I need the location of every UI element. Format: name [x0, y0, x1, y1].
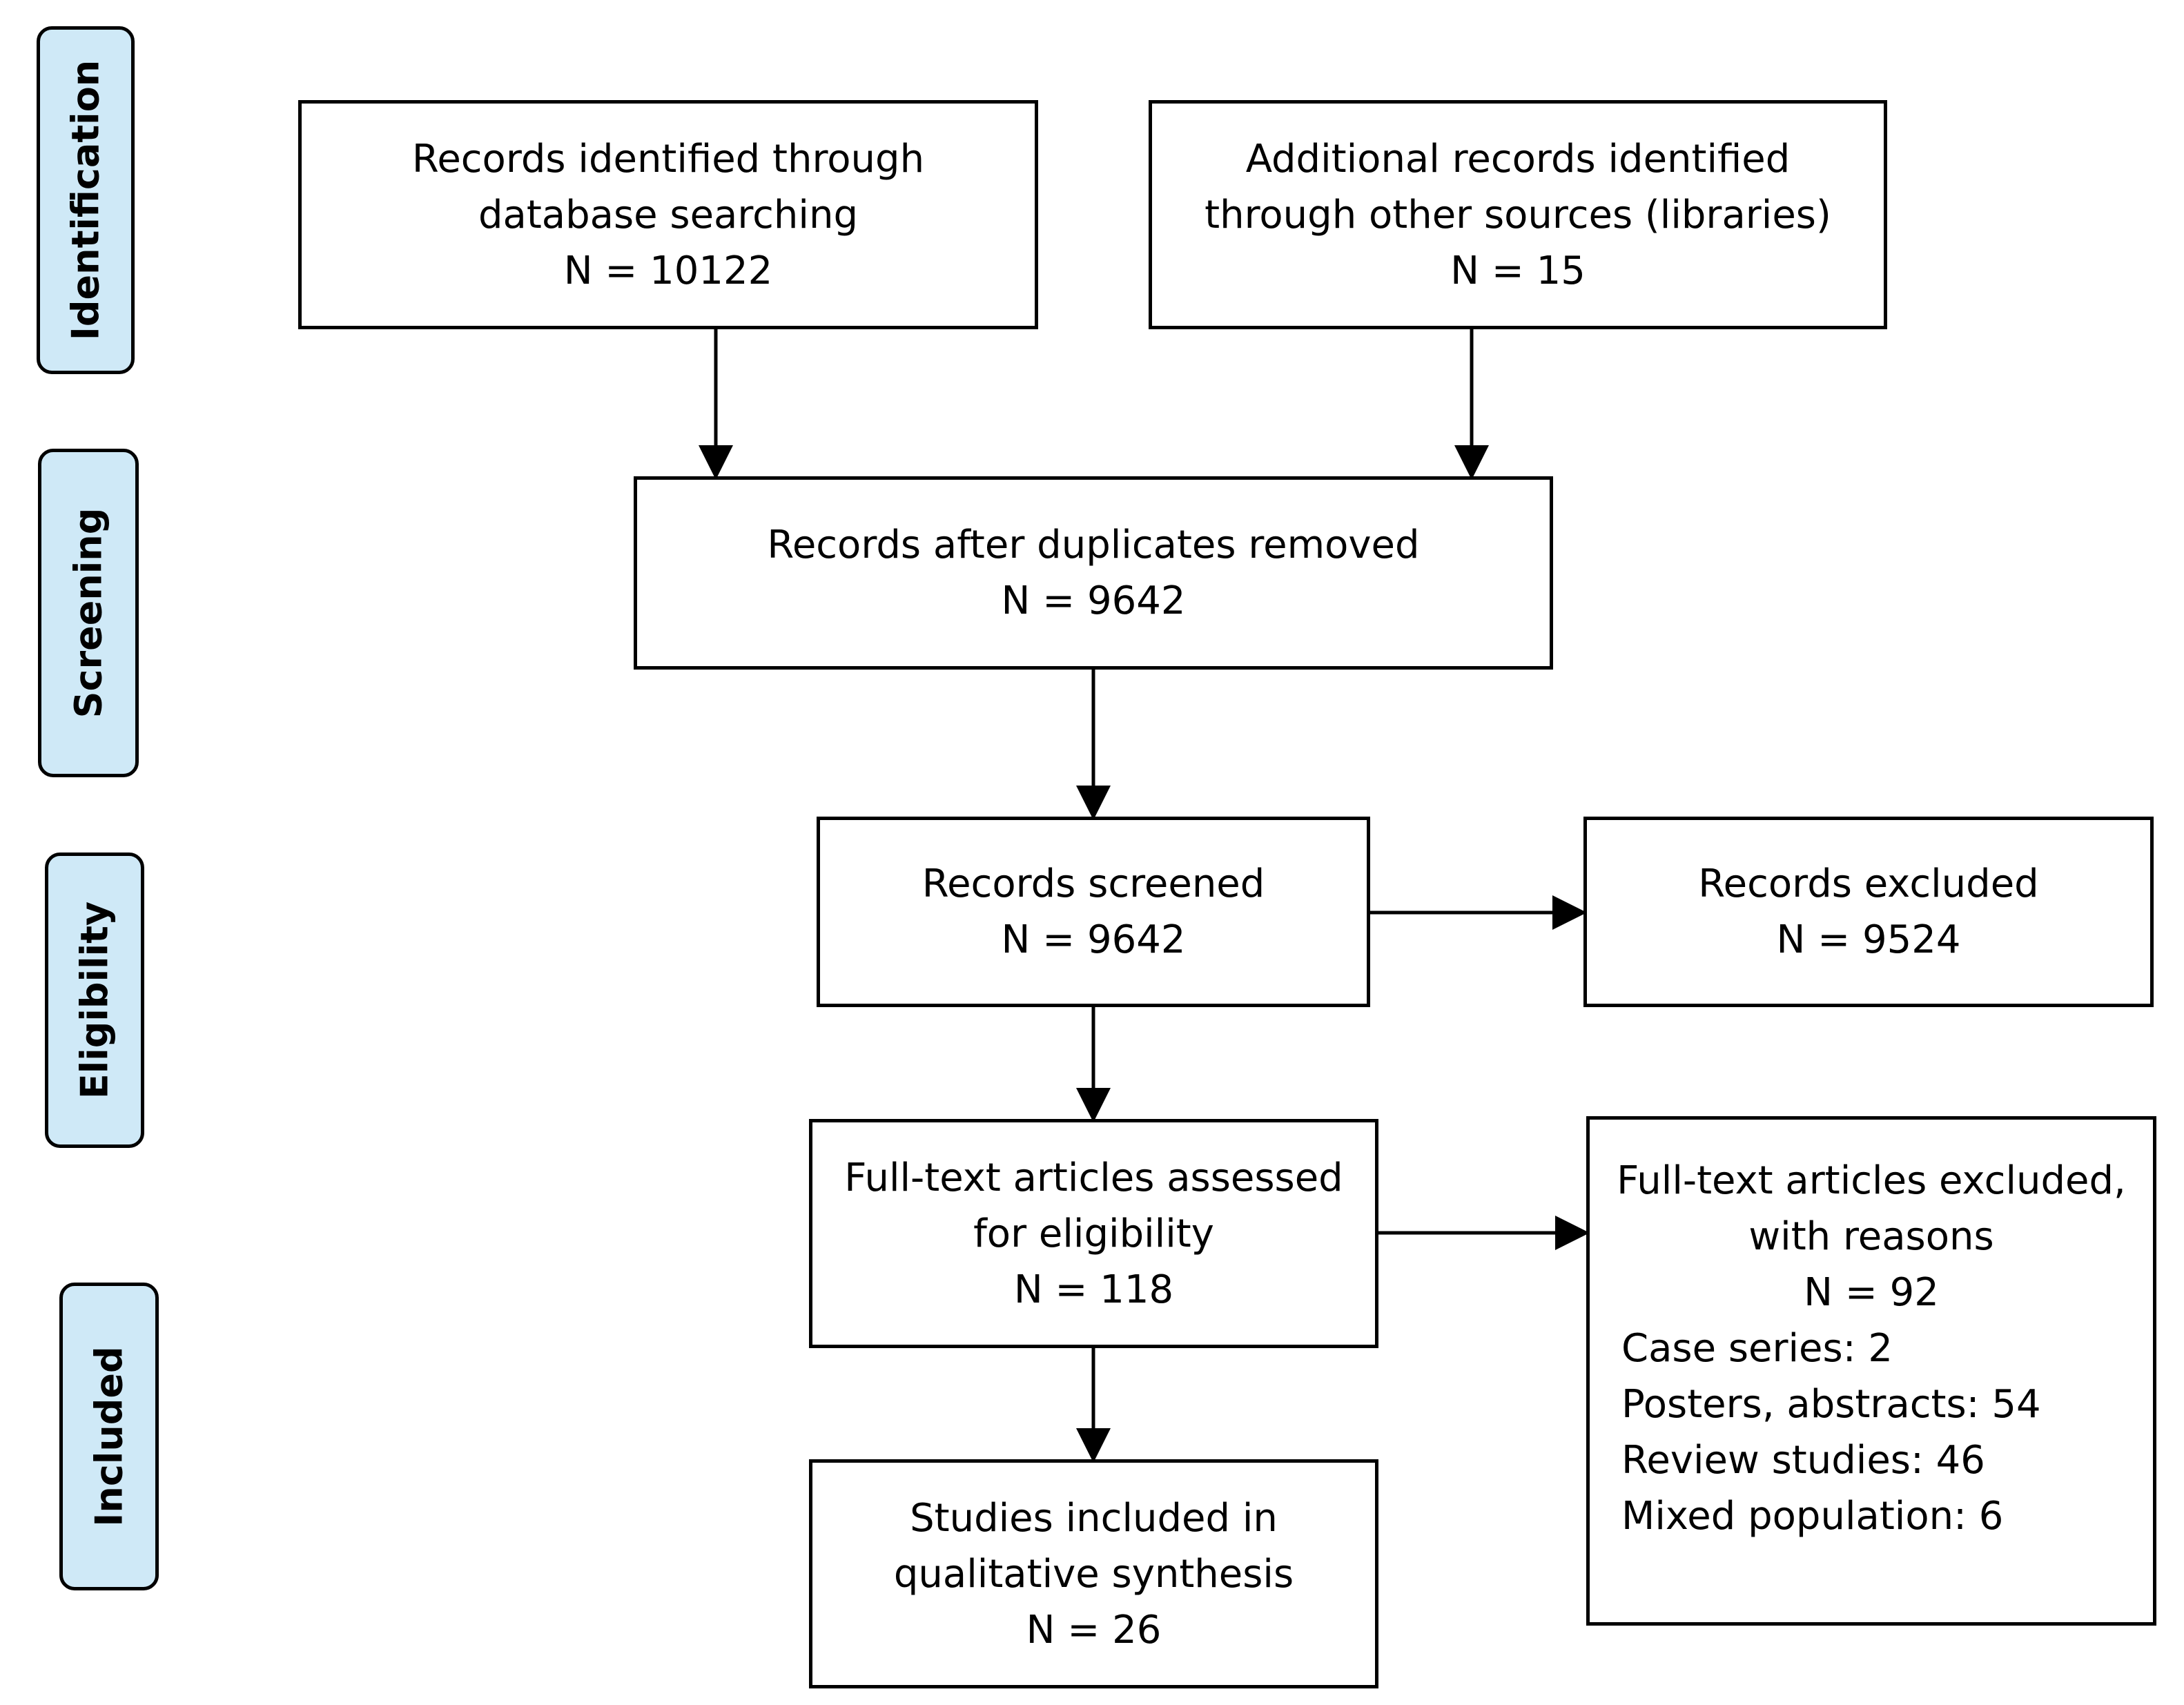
phase-screening: Screening [38, 449, 139, 777]
box-count: N = 92 [1804, 1270, 1939, 1315]
box-records-screened: Records screened N = 9642 [817, 817, 1370, 1007]
box-other-sources: Additional records identified through ot… [1149, 100, 1887, 329]
box-text: Additional records identified [1245, 136, 1791, 182]
box-text: Records excluded [1698, 861, 2039, 906]
box-text: Records after duplicates removed [767, 523, 1420, 567]
box-count: N = 15 [1450, 248, 1586, 293]
phase-identification: Identification [37, 26, 135, 374]
box-database-records: Records identified through database sear… [298, 100, 1038, 329]
box-text: qualitative synthesis [893, 1551, 1294, 1597]
box-text: Records identified through [411, 136, 925, 182]
exclusion-reason: Case series: 2 [1621, 1326, 1893, 1371]
box-text: database searching [478, 192, 859, 237]
exclusion-reason: Posters, abstracts: 54 [1621, 1382, 2041, 1427]
box-count: N = 118 [1013, 1267, 1174, 1312]
box-studies-included: Studies included in qualitative synthesi… [809, 1459, 1378, 1688]
box-text: for eligibility [973, 1211, 1214, 1256]
box-count: N = 9642 [1001, 578, 1186, 623]
exclusion-reason: Review studies: 46 [1621, 1438, 1985, 1483]
box-text: with reasons [1748, 1214, 1994, 1259]
box-text: Full-text articles excluded, [1617, 1158, 2126, 1203]
box-count: N = 10122 [563, 248, 773, 293]
box-text: Full-text articles assessed [844, 1155, 1343, 1200]
box-text: Studies included in [910, 1495, 1278, 1541]
box-records-excluded: Records excluded N = 9524 [1583, 817, 2154, 1007]
phase-included: Included [59, 1283, 159, 1590]
phase-eligibility: Eligibility [45, 852, 144, 1148]
box-text: through other sources (libraries) [1205, 192, 1831, 237]
box-text: Records screened [922, 861, 1265, 906]
box-count: N = 26 [1026, 1607, 1162, 1653]
box-count: N = 9642 [1001, 917, 1186, 962]
box-fulltext-excluded: Full-text articles excluded, with reason… [1586, 1116, 2156, 1626]
box-duplicates-removed: Records after duplicates removed N = 964… [634, 476, 1553, 670]
box-fulltext-assessed: Full-text articles assessed for eligibil… [809, 1119, 1378, 1348]
exclusion-reason: Mixed population: 6 [1621, 1494, 2004, 1539]
box-count: N = 9524 [1776, 917, 1961, 962]
